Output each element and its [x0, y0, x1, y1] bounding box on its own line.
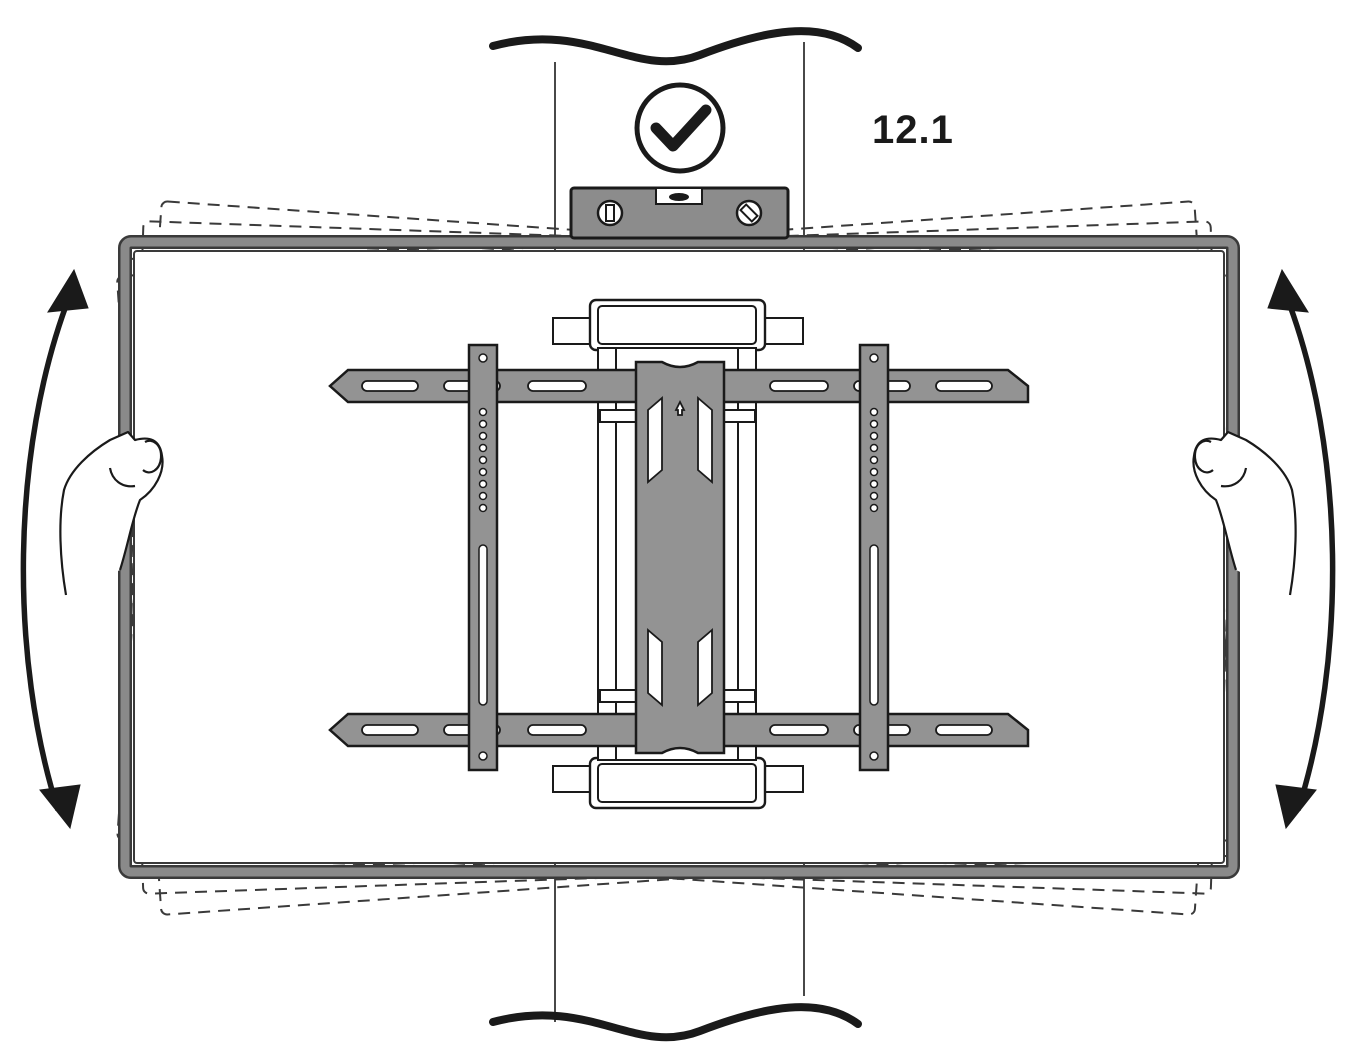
vertical-bracket-right — [858, 343, 890, 772]
right-hand — [1192, 430, 1297, 596]
up-arrow-icon — [674, 399, 686, 416]
check-circle-icon — [634, 82, 726, 174]
curved-double-arrow-icon-left — [20, 268, 89, 830]
center-mount-plate — [634, 360, 726, 755]
spirit-level-icon — [569, 186, 790, 240]
wall-break-top — [489, 27, 862, 66]
vertical-bracket-left — [467, 343, 499, 772]
wall-break-bottom — [489, 1003, 862, 1042]
left-hand — [59, 430, 164, 596]
curved-double-arrow-icon-right — [1267, 268, 1336, 830]
step-number: 12.1 — [872, 108, 954, 152]
